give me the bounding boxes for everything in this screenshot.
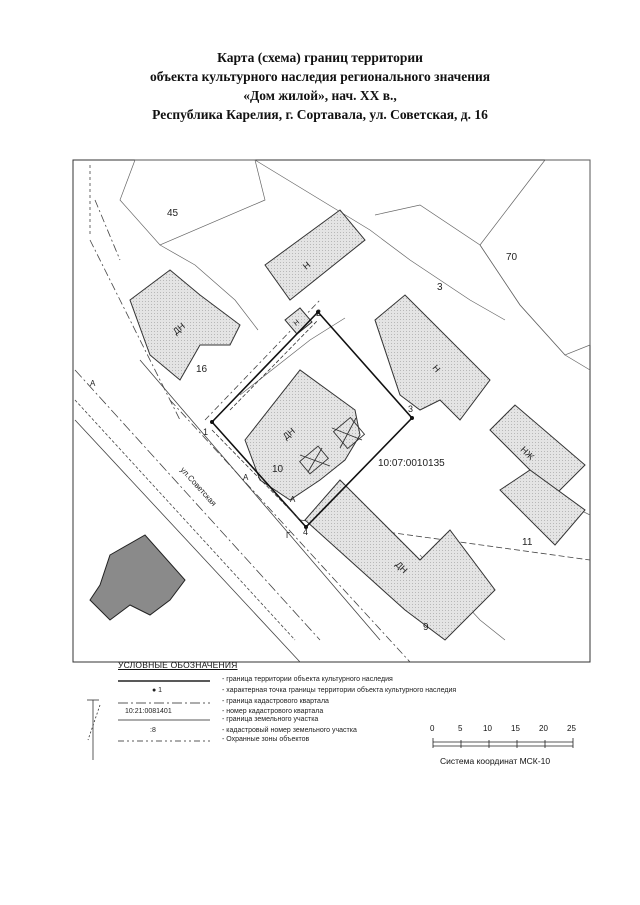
building-dn-16 xyxy=(129,269,241,381)
zone-mark: Г xyxy=(286,531,291,540)
boundary-points xyxy=(210,310,414,529)
legend-text: - граница территории объекта культурного… xyxy=(222,676,393,683)
scale-tick-label: 5 xyxy=(458,724,463,733)
buildings xyxy=(129,209,586,641)
point-label: 3 xyxy=(408,404,413,414)
north-arrow-icon xyxy=(87,699,101,760)
parcel-label: 11 xyxy=(522,537,533,548)
title-line-2: объекта культурного наследия регионально… xyxy=(149,69,491,84)
legend-text: - граница земельного участка xyxy=(222,716,319,723)
quarter-number: 10:07:0010135 xyxy=(378,458,445,469)
legend-text: - характерная точка границы территории о… xyxy=(222,687,457,694)
scale-tick-label: 0 xyxy=(430,724,435,733)
building-dn-10 xyxy=(244,369,361,501)
building-n-right xyxy=(374,294,491,421)
parcel-label: 3 xyxy=(437,282,443,293)
building-n-small xyxy=(284,307,313,335)
title-line-3: «Дом жилой», нач. XX в., xyxy=(243,88,397,103)
heritage-boundary-inner xyxy=(211,319,319,521)
parcel-3 xyxy=(374,204,591,371)
title-line-1: Карта (схема) границ территории xyxy=(217,50,423,65)
title-line-4: Республика Карелия, г. Сортавала, ул. Со… xyxy=(152,107,488,122)
parcel-70 xyxy=(479,159,591,356)
legend-text: - Охранные зоны объектов xyxy=(222,736,310,743)
parcel-label: 10 xyxy=(272,464,284,475)
legend-text: - номер кадастрового квартала xyxy=(222,708,324,715)
parcel-label: 16 xyxy=(196,364,208,375)
scale-tick-label: 20 xyxy=(539,724,548,733)
building-label: Н xyxy=(301,260,312,272)
zone-mark: А xyxy=(243,473,249,482)
legend-sample: 10:21:0081401 xyxy=(125,708,172,715)
legend-text: - граница кадастрового квартала xyxy=(222,698,329,705)
scale-tick-label: 10 xyxy=(483,724,492,733)
legend-title: УСЛОВНЫЕ ОБОЗНАЧЕНИЯ xyxy=(118,660,238,670)
map-frame xyxy=(72,159,591,663)
legend-text: - кадастровый номер земельного участка xyxy=(222,727,357,734)
point-label: 2 xyxy=(316,308,321,318)
building-label: Н xyxy=(430,363,442,374)
map-title: Карта (схема) границ территории объекта … xyxy=(0,48,640,124)
scale-bar xyxy=(432,738,574,748)
legend-samples xyxy=(118,680,210,742)
scale-tick-label: 15 xyxy=(511,724,520,733)
shaded-building xyxy=(89,534,186,621)
point-label: 4 xyxy=(303,527,308,537)
parcel-45 xyxy=(119,159,266,246)
building-dn-9 xyxy=(304,479,496,641)
building-11 xyxy=(499,469,586,546)
legend-sample: :8 xyxy=(150,727,156,734)
zone-mark: А xyxy=(290,495,296,504)
legend-sample: ● 1 xyxy=(152,687,163,694)
parcel-boundaries xyxy=(119,159,591,641)
sheds xyxy=(299,416,366,475)
parcel-label: 70 xyxy=(506,252,518,263)
parcel-label: 45 xyxy=(167,208,179,219)
coordinate-system-caption: Система координат МСК-10 xyxy=(440,756,551,766)
parcel-label: 9 xyxy=(423,622,429,633)
street-name: ул.Советская xyxy=(179,465,219,508)
zone-mark: А xyxy=(90,379,96,388)
scale-tick-label: 25 xyxy=(567,724,576,733)
building-n-top xyxy=(264,209,366,301)
point-label: 1 xyxy=(203,427,208,437)
building-label: Н xyxy=(293,319,301,328)
